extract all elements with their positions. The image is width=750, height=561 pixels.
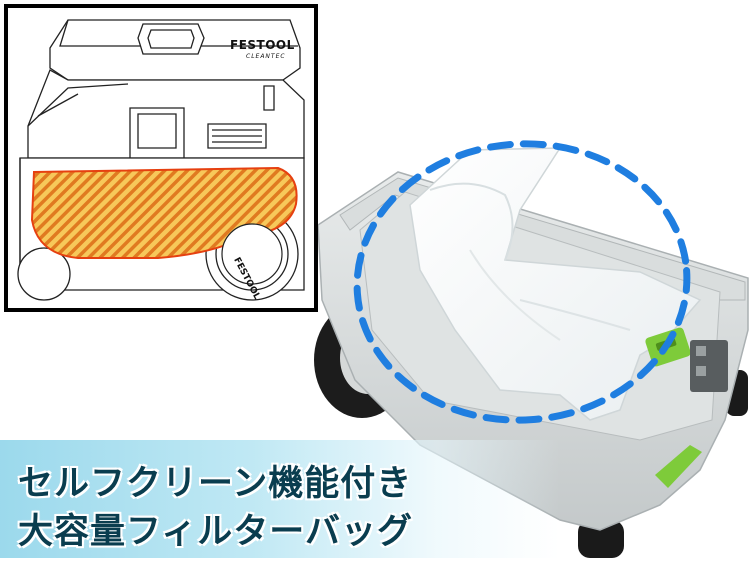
inset-diagram: FESTOOL CLEANTEC FESTOOL [4, 4, 318, 312]
caption-line-2: 大容量フィルターバッグ [18, 512, 413, 552]
inset-brand-logo: FESTOOL [230, 38, 295, 52]
caption-banner [0, 440, 560, 558]
vacuum-line-drawing [17, 19, 305, 301]
bag-highlight-outline [353, 140, 691, 424]
inset-sub-brand: CLEANTEC [246, 53, 286, 60]
caption-line-1: セルフクリーン機能付き [18, 464, 413, 504]
